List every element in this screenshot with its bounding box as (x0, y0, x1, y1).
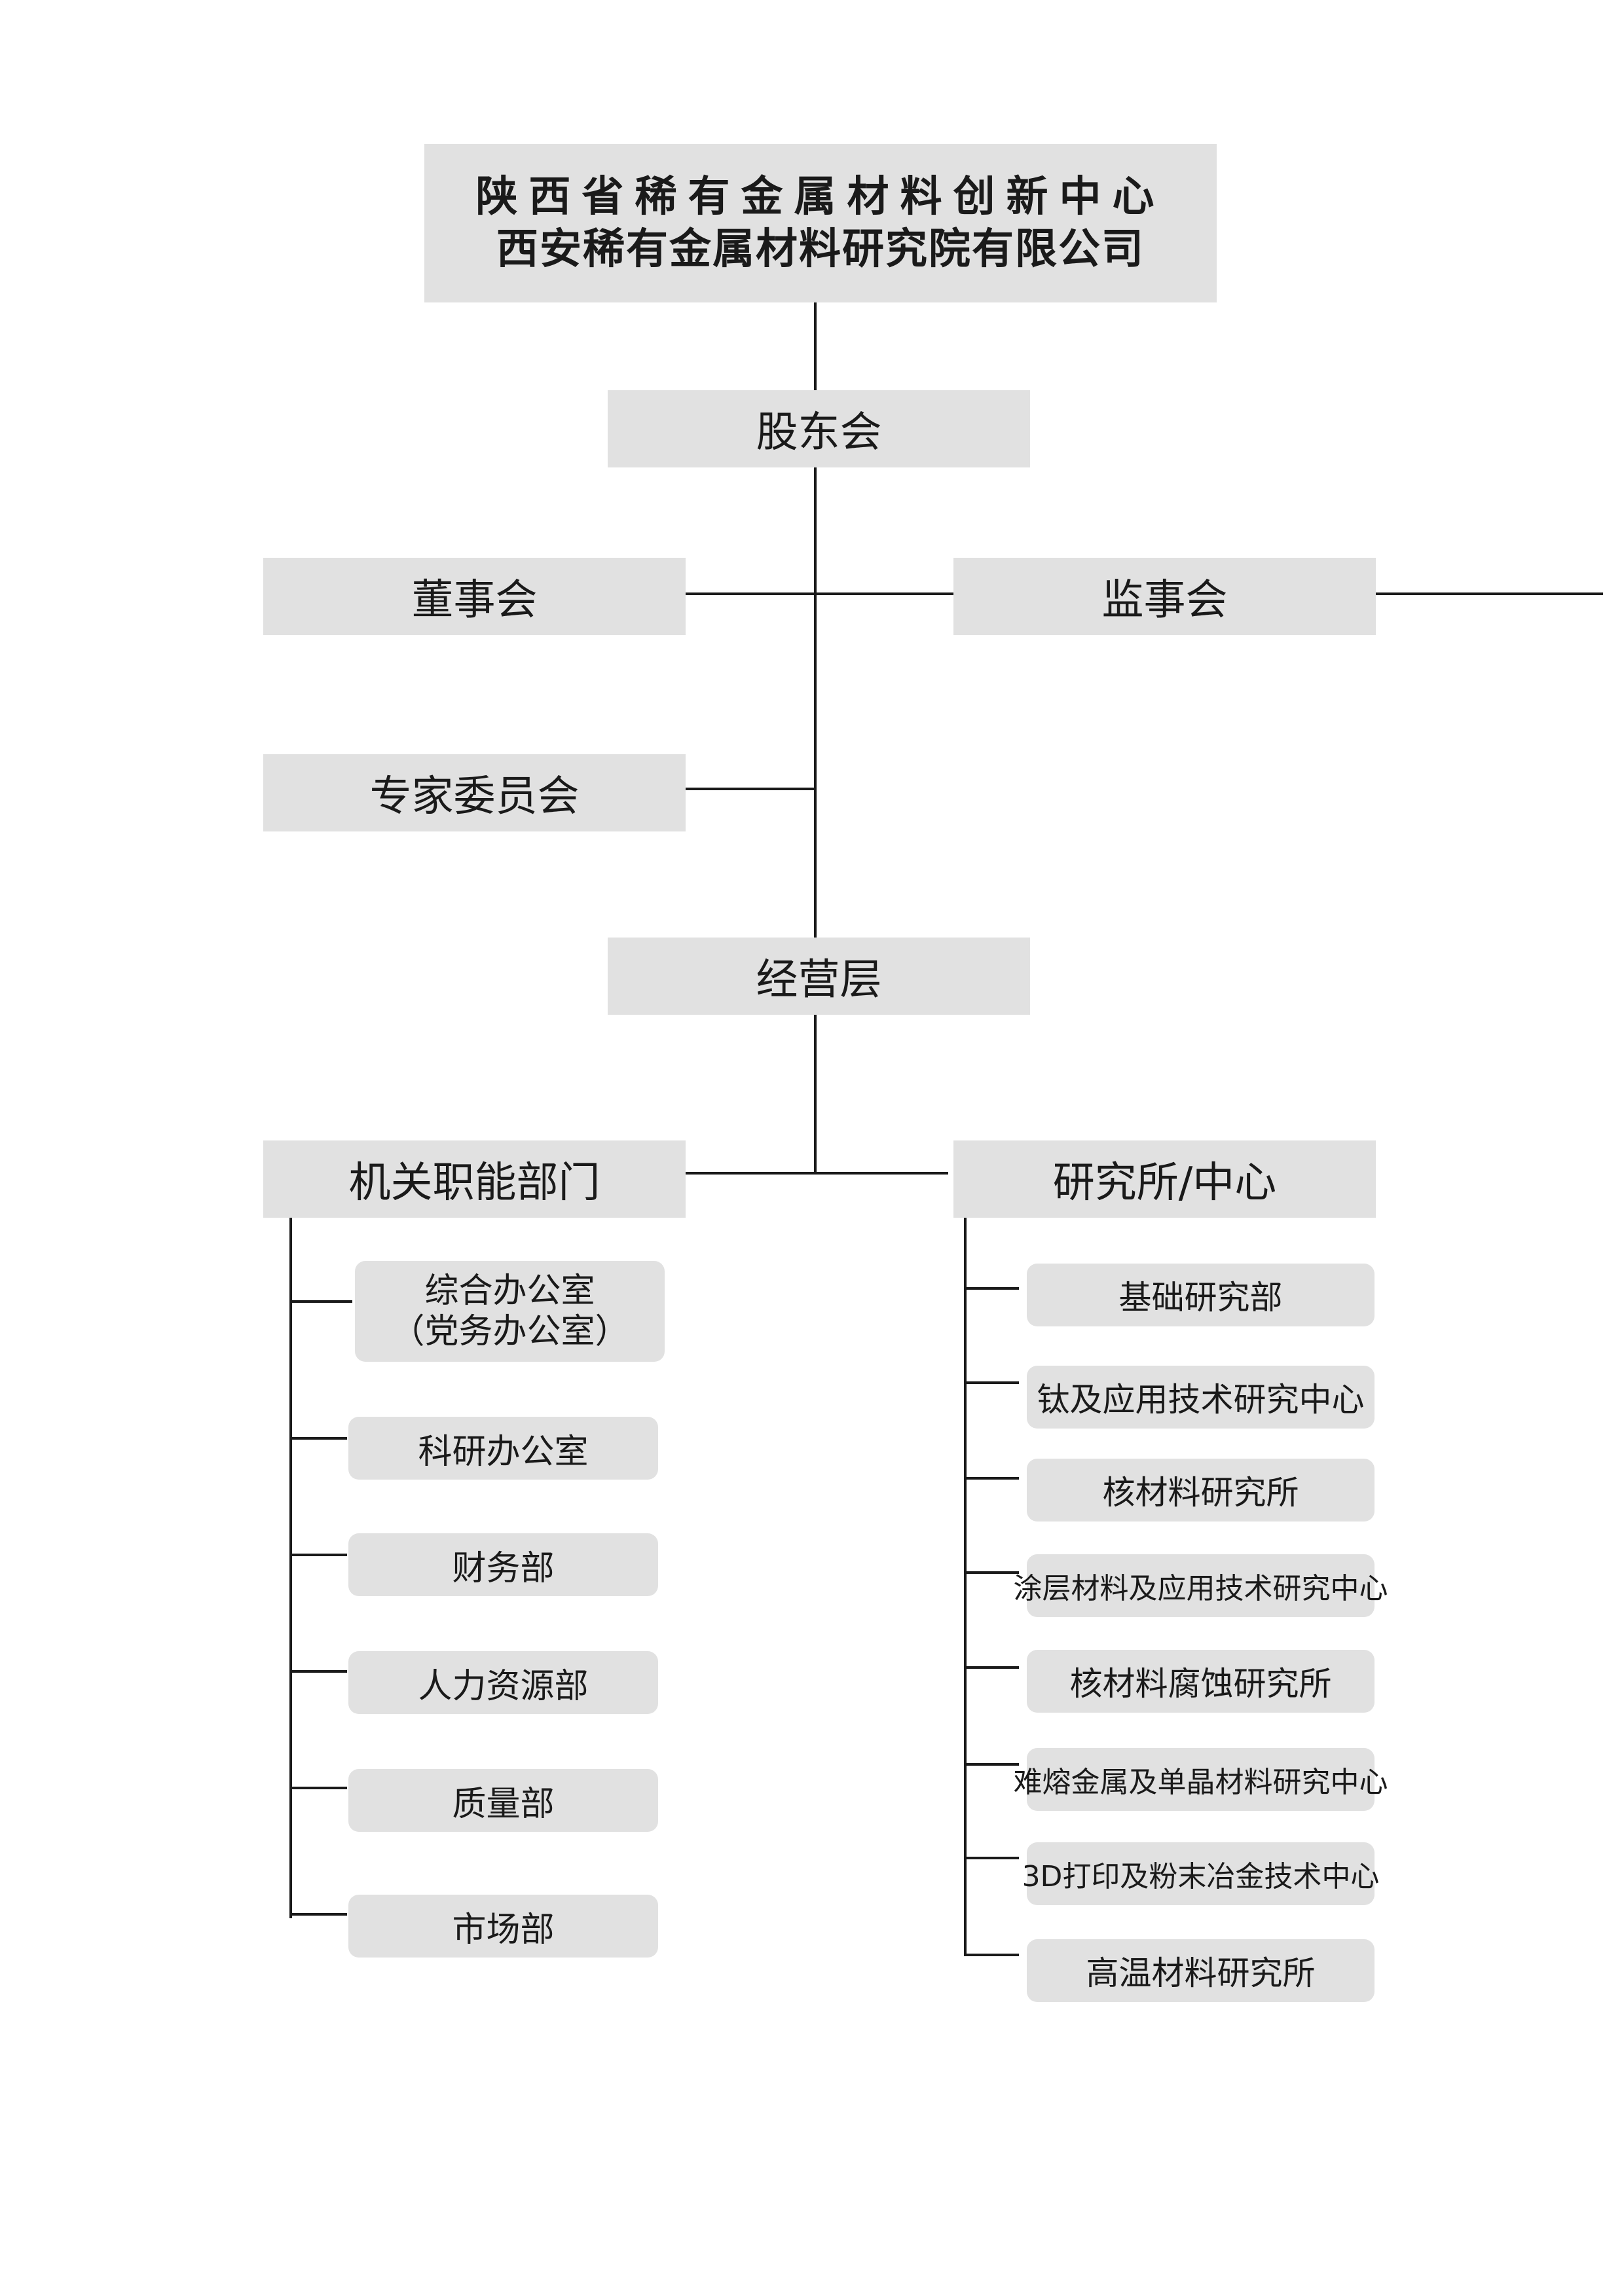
institute-tick (964, 1571, 1019, 1574)
institute-tick (964, 1763, 1019, 1766)
functional-tick (289, 1913, 347, 1916)
organization-name-line1: 陕西省稀有金属材料创新中心 (475, 173, 1166, 221)
functional-departments-box: 机关职能部门 (263, 1140, 686, 1218)
functional-tick (289, 1554, 347, 1556)
research-unit-nuclear-corrosion: 核材料腐蚀研究所 (1027, 1650, 1375, 1713)
institutes-branch-line (964, 1212, 967, 1956)
expert-committee-box: 专家委员会 (263, 754, 686, 831)
department-sublabel: （党务办公室） (390, 1312, 629, 1351)
research-unit-high-temp-materials: 高温材料研究所 (1027, 1939, 1375, 2002)
functional-tick (289, 1670, 347, 1673)
functional-tick (289, 1437, 347, 1440)
departments-connector (678, 1172, 948, 1175)
research-unit-refractory-center: 难熔金属及单晶材料研究中心 (1014, 1748, 1388, 1811)
research-institutes-box: 研究所/中心 (953, 1140, 1376, 1218)
research-unit-titanium-center: 钛及应用技术研究中心 (1027, 1366, 1375, 1429)
experts-connector (678, 788, 817, 790)
board-of-directors-box: 董事会 (263, 558, 686, 635)
functional-tick (289, 1300, 352, 1303)
institute-tick (964, 1287, 1019, 1290)
organization-name-line2: 西安稀有金属材料研究院有限公司 (496, 225, 1145, 274)
institute-tick (964, 1477, 1019, 1480)
trunk-line-lower (814, 1011, 817, 1174)
research-unit-coating-center: 涂层材料及应用技术研究中心 (1014, 1554, 1388, 1617)
board-of-supervisors-box: 监事会 (953, 558, 1376, 635)
shareholders-box: 股东会 (608, 390, 1030, 467)
functional-tick (289, 1787, 347, 1789)
institute-tick (964, 1666, 1019, 1669)
department-label: 综合办公室 (424, 1271, 595, 1311)
research-unit-basic-research: 基础研究部 (1027, 1264, 1375, 1326)
institute-tick (964, 1857, 1019, 1859)
department-research-office: 科研办公室 (348, 1417, 658, 1480)
department-finance: 财务部 (348, 1533, 658, 1596)
department-human-resources: 人力资源部 (348, 1651, 658, 1714)
institute-tick (964, 1381, 1019, 1384)
research-unit-3d-printing-center: 3D打印及粉末冶金技术中心 (1022, 1842, 1379, 1905)
research-unit-nuclear-materials: 核材料研究所 (1027, 1459, 1375, 1522)
trunk-line-main (814, 465, 817, 938)
trunk-line-top (814, 302, 817, 390)
management-box: 经营层 (608, 938, 1030, 1015)
institute-tick (964, 1954, 1019, 1956)
top-organization-box: 陕西省稀有金属材料创新中心 西安稀有金属材料研究院有限公司 (424, 144, 1217, 302)
department-general-office: 综合办公室 （党务办公室） (355, 1261, 665, 1362)
functional-branch-line (289, 1212, 292, 1918)
department-marketing: 市场部 (348, 1895, 658, 1958)
department-quality: 质量部 (348, 1769, 658, 1832)
